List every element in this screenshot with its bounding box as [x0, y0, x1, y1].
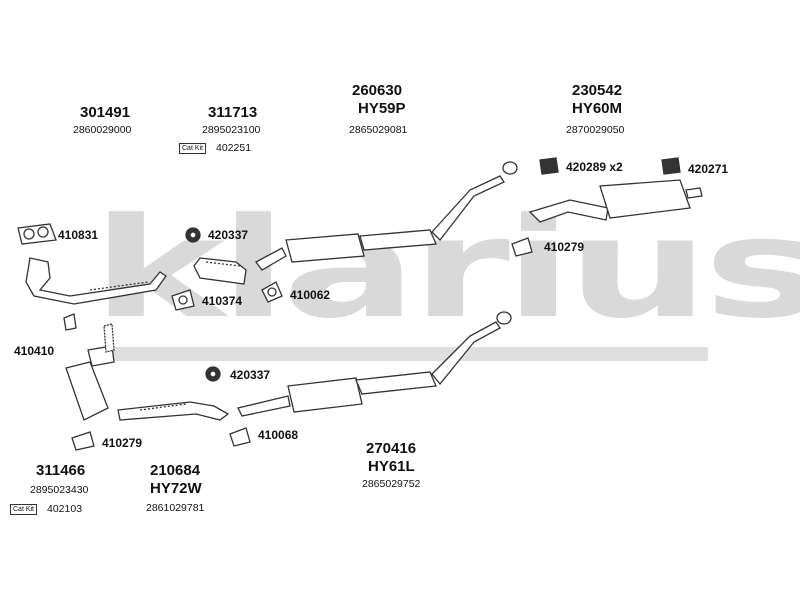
- rear-silencer-230542-drawing: [528, 179, 703, 223]
- assembly-ref-230542: 2870029050: [566, 124, 625, 136]
- part-420289: 420289 x2: [566, 160, 623, 174]
- assembly-ref-301491: 2860029000: [73, 124, 132, 136]
- gasket-410831-drawing: [17, 223, 57, 245]
- assembly-ref-260630: 2865029081: [349, 124, 408, 136]
- assembly-id-311713: 311713: [208, 104, 258, 121]
- assembly-sub-210684: HY72W: [150, 480, 202, 497]
- part-410374: 410374: [202, 294, 243, 308]
- part-420337-bottom: 420337: [230, 368, 271, 382]
- centre-silencer-260630-drawing: [255, 161, 518, 271]
- part-410831: 410831: [58, 228, 99, 242]
- assembly-id-311466: 311466: [36, 462, 86, 479]
- part-410279-bottom: 410279: [102, 436, 143, 450]
- assembly-id-260630: 260630: [352, 82, 403, 99]
- front-pipe-drawing: [25, 257, 167, 305]
- part-410410: 410410: [14, 344, 55, 358]
- part-410068: 410068: [258, 428, 299, 442]
- assembly-ref-311713: 2895023100: [202, 124, 261, 136]
- part-420271: 420271: [688, 162, 729, 176]
- watermark-bar: [96, 347, 708, 361]
- gasket-410279-bottom-drawing: [71, 431, 95, 451]
- catkit-number: 402103: [47, 503, 83, 515]
- catkit-badge: Cat Kit: [179, 143, 207, 154]
- part-420337-top: 420337: [208, 228, 249, 242]
- assembly-ref-270416: 2865029752: [362, 478, 421, 490]
- assembly-ref-210684: 2861029781: [146, 502, 205, 514]
- assembly-id-270416: 270416: [366, 440, 417, 457]
- assembly-id-210684: 210684: [150, 462, 201, 479]
- part-410062: 410062: [290, 288, 331, 302]
- assembly-ref-311466: 2895023430: [30, 484, 89, 496]
- assembly-sub-230542: HY60M: [572, 100, 623, 117]
- assembly-id-230542: 230542: [572, 82, 623, 99]
- catkit-badge: Cat Kit: [10, 504, 38, 515]
- assembly-id-301491: 301491: [80, 104, 131, 121]
- front-pipe-210684-drawing: [117, 401, 230, 421]
- gasket-410068-drawing: [229, 427, 251, 447]
- rubber-420271-drawing: [661, 157, 681, 175]
- catkit-number: 402251: [216, 142, 252, 154]
- cat-converter-311713-drawing: [193, 257, 247, 285]
- part-410279-top: 410279: [544, 240, 585, 254]
- rubber-420289-drawing: [539, 157, 559, 175]
- gasket-410279-top-drawing: [511, 237, 533, 257]
- centre-silencer-270416-drawing: [237, 311, 512, 417]
- cat-converter-311466-drawing: [63, 313, 115, 421]
- assembly-sub-260630: HY59P: [358, 100, 406, 117]
- assembly-sub-270416: HY61L: [368, 458, 415, 475]
